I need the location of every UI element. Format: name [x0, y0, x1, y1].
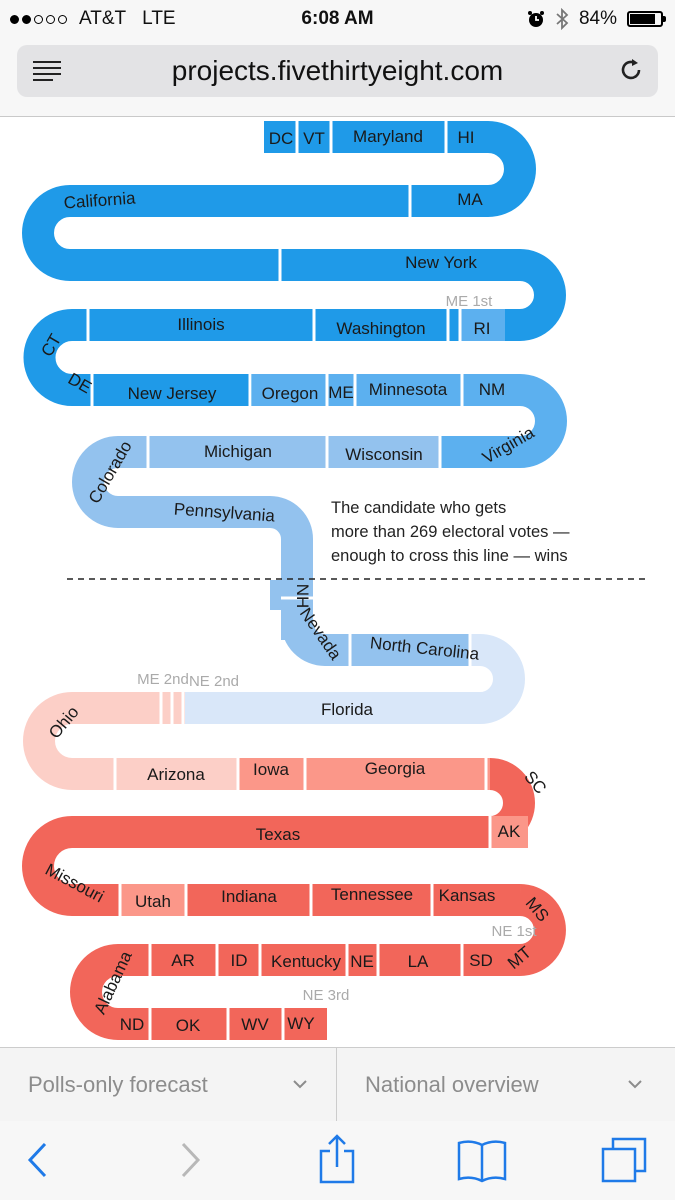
annotation-line-1: The candidate who gets: [331, 499, 506, 517]
clock: 6:08 AM: [301, 8, 374, 29]
state-dc[interactable]: DC: [269, 129, 294, 148]
state-il[interactable]: Illinois: [177, 315, 224, 334]
carrier: AT&T: [79, 8, 127, 29]
state-or[interactable]: Oregon: [262, 384, 319, 403]
signal-icon: [10, 14, 67, 24]
status-bar: AT&T LTE 6:08 AM 84%: [0, 0, 675, 38]
state-md[interactable]: Maryland: [353, 127, 423, 146]
page-nav-tabs: Polls-only forecast National overview: [0, 1047, 675, 1122]
state-ia[interactable]: Iowa: [253, 760, 289, 779]
state-ak[interactable]: AK: [498, 822, 521, 841]
view-selector-label: National overview: [365, 1072, 539, 1097]
state-ny[interactable]: New York: [405, 253, 477, 272]
state-me1: ME 1st: [446, 293, 494, 310]
battery-icon: [627, 11, 666, 27]
state-fl[interactable]: Florida: [321, 700, 374, 719]
state-nd[interactable]: ND: [120, 1015, 145, 1034]
state-in[interactable]: Indiana: [221, 887, 277, 906]
annotation-line-2: more than 269 electoral votes —: [331, 523, 570, 541]
forecast-selector[interactable]: Polls-only forecast: [0, 1048, 337, 1121]
alarm-icon: [527, 11, 544, 27]
svg-text:The candidate who gets mor: The candidate who gets more than 269 ele…: [331, 499, 574, 565]
state-hi[interactable]: HI: [458, 128, 475, 147]
tabs-icon[interactable]: [601, 1137, 649, 1185]
state-mn[interactable]: Minnesota: [369, 380, 448, 399]
chevron-down-icon: [293, 1080, 307, 1089]
state-ri[interactable]: RI: [474, 319, 491, 338]
chevron-down-icon: [628, 1080, 642, 1089]
state-ne1: NE 1st: [491, 923, 537, 940]
network-type: LTE: [142, 8, 176, 29]
view-selector[interactable]: National overview: [337, 1048, 675, 1121]
state-ar[interactable]: AR: [171, 951, 195, 970]
state-ne3: NE 3rd: [303, 987, 350, 1004]
state-me[interactable]: ME: [328, 383, 354, 402]
state-ma[interactable]: MA: [457, 190, 483, 209]
state-ne2: NE 2nd: [189, 673, 239, 690]
state-az[interactable]: Arizona: [147, 765, 205, 784]
state-nh[interactable]: NH: [293, 584, 312, 609]
state-me2: ME 2nd: [137, 671, 189, 688]
browser-address-area: projects.fivethirtyeight.com: [0, 38, 675, 117]
state-vt[interactable]: VT: [303, 129, 325, 148]
forecast-selector-label: Polls-only forecast: [28, 1072, 208, 1097]
reload-icon[interactable]: [618, 57, 644, 83]
state-id[interactable]: ID: [231, 951, 248, 970]
menu-icon[interactable]: [33, 61, 61, 85]
state-la[interactable]: LA: [408, 952, 429, 971]
state-wa[interactable]: Washington: [336, 319, 425, 338]
state-ok[interactable]: OK: [176, 1016, 201, 1035]
state-sd[interactable]: SD: [469, 951, 493, 970]
state-nm[interactable]: NM: [479, 380, 505, 399]
bookmarks-icon[interactable]: [456, 1139, 508, 1183]
state-mi[interactable]: Michigan: [204, 442, 272, 461]
annotation-line-3: enough to cross this line — wins: [331, 547, 568, 565]
state-ga[interactable]: Georgia: [365, 759, 426, 778]
bluetooth-icon: [556, 8, 569, 30]
state-tn[interactable]: Tennessee: [331, 885, 413, 904]
address-bar[interactable]: projects.fivethirtyeight.com: [17, 45, 658, 97]
state-nj[interactable]: New Jersey: [128, 384, 217, 403]
state-ne[interactable]: NE: [350, 952, 374, 971]
state-wy[interactable]: WY: [287, 1014, 314, 1033]
forward-icon[interactable]: [178, 1141, 202, 1179]
electoral-snake-chart: The candidate who gets more than 269 ele…: [22, 121, 645, 1040]
state-wi[interactable]: Wisconsin: [345, 445, 422, 464]
back-icon[interactable]: [26, 1141, 50, 1179]
state-ky[interactable]: Kentucky: [271, 952, 341, 971]
share-icon[interactable]: [317, 1133, 357, 1185]
state-wv[interactable]: WV: [241, 1015, 269, 1034]
browser-toolbar: [0, 1121, 675, 1200]
battery-percent: 84%: [578, 8, 617, 29]
state-ks[interactable]: Kansas: [439, 886, 496, 905]
state-ut[interactable]: Utah: [135, 892, 171, 911]
state-tx[interactable]: Texas: [256, 825, 300, 844]
url-text: projects.fivethirtyeight.com: [171, 55, 504, 86]
